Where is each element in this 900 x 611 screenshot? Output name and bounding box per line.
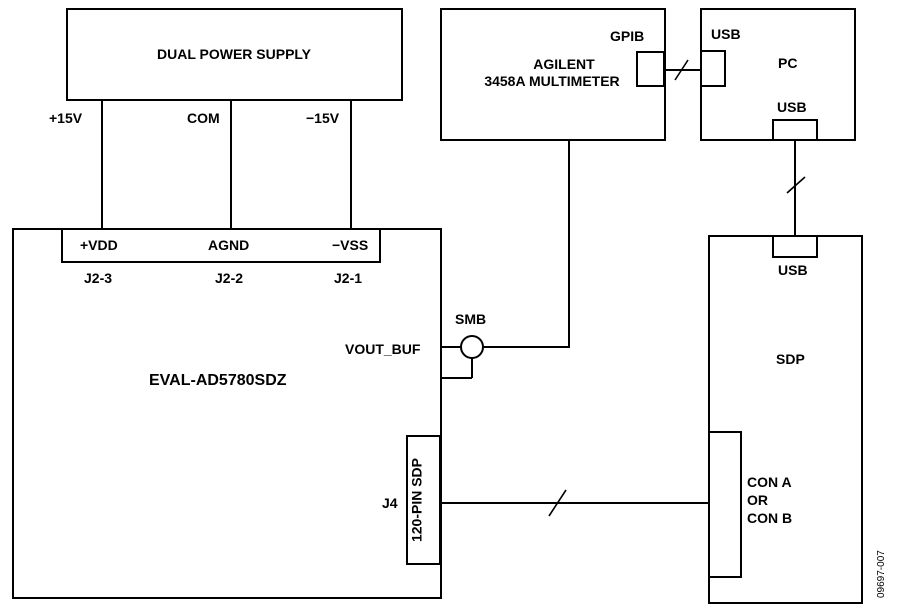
pc: PC USB USB xyxy=(700,8,856,141)
sdp-title: SDP xyxy=(776,351,805,367)
con-b-label: CON B xyxy=(747,510,792,526)
bus-slash-gpib xyxy=(674,59,689,81)
j2-1-label: J2-1 xyxy=(334,270,362,286)
figure-number: 09697-007 xyxy=(876,550,887,598)
label-minus-15v: −15V xyxy=(306,110,340,126)
sdp-120pin-label: 120-PIN SDP xyxy=(409,458,425,542)
bus-slash-j4 xyxy=(548,489,567,517)
agilent-multimeter: AGILENT 3458A MULTIMETER GPIB xyxy=(440,8,666,141)
bus-slash-usb xyxy=(786,176,806,194)
con-a-label: CON A xyxy=(747,474,792,490)
multimeter-name: AGILENT xyxy=(533,56,595,72)
agnd-label: AGND xyxy=(208,237,249,253)
vout-buf-label: VOUT_BUF xyxy=(345,341,421,357)
sdp-usb-port xyxy=(772,235,818,258)
j2-connector xyxy=(61,228,381,263)
j2-3-label: J2-3 xyxy=(84,270,112,286)
sdp-usb-label: USB xyxy=(778,262,808,278)
con-or-label: OR xyxy=(747,492,768,508)
sdp-connector xyxy=(708,431,742,578)
j2-2-label: J2-2 xyxy=(215,270,243,286)
label-com: COM xyxy=(187,110,220,126)
power-supply-box xyxy=(66,8,403,101)
pc-usb-port-bottom xyxy=(772,119,818,141)
j4-connector xyxy=(406,435,441,565)
eval-board: +VDD AGND −VSS J2-3 J2-2 J2-1 EVAL-AD578… xyxy=(12,228,486,599)
multimeter-input-cable xyxy=(483,140,570,348)
sdp-board: USB SDP CON A OR CON B xyxy=(708,235,863,604)
pc-usb-label-left: USB xyxy=(711,26,741,42)
label-plus-15v: +15V xyxy=(49,110,83,126)
multimeter-box xyxy=(440,8,666,141)
eval-board-title: EVAL-AD5780SDZ xyxy=(149,372,287,389)
gpib-label: GPIB xyxy=(610,28,644,44)
vss-label: −VSS xyxy=(332,237,368,253)
smb-connector xyxy=(441,335,484,379)
pc-usb-label-bottom: USB xyxy=(777,99,807,115)
gpib-port xyxy=(636,51,665,87)
smb-label: SMB xyxy=(455,311,486,327)
smb-circle xyxy=(460,335,484,359)
j4-label: J4 xyxy=(382,495,398,511)
eval-board-box xyxy=(12,228,442,599)
pc-usb-port-left xyxy=(700,50,726,87)
power-supply-title: DUAL POWER SUPPLY xyxy=(157,46,312,62)
vdd-label: +VDD xyxy=(80,237,118,253)
pc-title: PC xyxy=(778,55,797,71)
dual-power-supply: DUAL POWER SUPPLY xyxy=(66,8,403,101)
pc-box xyxy=(700,8,856,141)
multimeter-model: 3458A MULTIMETER xyxy=(484,73,619,89)
